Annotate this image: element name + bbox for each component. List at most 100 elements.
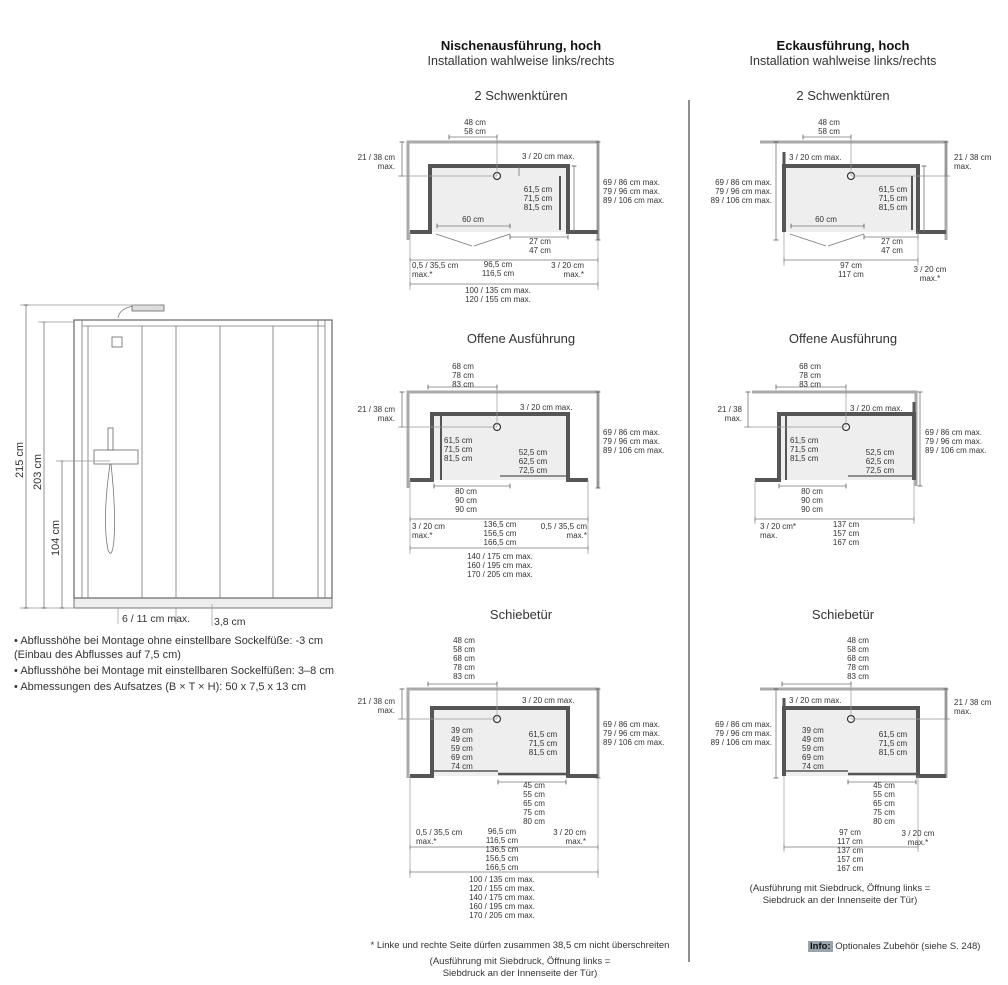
note-item: • Abflusshöhe bei Montage ohne einstellb… <box>14 635 323 661</box>
co-topw-1: 78 cm <box>799 371 821 380</box>
ns-bm-1: 116,5 cm <box>482 269 515 278</box>
no-total-2: 170 / 205 cm max. <box>467 570 533 579</box>
nsl-il-1: 49 cm <box>451 735 473 744</box>
cs-inner-0: 61,5 cm <box>879 185 908 194</box>
ns-bm-0: 96,5 cm <box>484 260 513 269</box>
footnote-print-corner-0: (Ausführung mit Siebdruck, Öffnung links… <box>749 883 931 894</box>
no-total-1: 160 / 195 cm max. <box>467 561 533 570</box>
co-topw-2: 83 cm <box>799 380 821 389</box>
info-text: Optionales Zubehör (siehe S. 248) <box>835 941 981 952</box>
cs-ld-2: 89 / 106 cm max. <box>711 196 772 205</box>
niche-slide-title: Schiebetür <box>490 607 553 622</box>
nsl-bl-1: max.* <box>416 837 436 846</box>
csl-ld-0: 69 / 86 cm max. <box>715 720 772 729</box>
ns-bl-0: 0,5 / 35,5 cm <box>412 261 459 270</box>
nsl-topw-2: 68 cm <box>453 654 475 663</box>
no-bw-1: 90 cm <box>455 496 477 505</box>
csl-dw-4: 80 cm <box>873 817 895 826</box>
cs-topw-0: 48 cm <box>818 118 840 127</box>
csl-bm-4: 167 cm <box>837 864 864 873</box>
co-left-off-0: 21 / 38 <box>718 405 743 414</box>
cs-ld-0: 69 / 86 cm max. <box>715 178 772 187</box>
csl-il-1: 49 cm <box>802 735 824 744</box>
no-bm-1: 156,5 cm <box>484 529 517 538</box>
cs-inner-2: 81,5 cm <box>879 203 908 212</box>
ns-rd-0: 69 / 86 cm max. <box>603 178 660 187</box>
nsl-rd-2: 89 / 106 cm max. <box>603 738 664 747</box>
co-bm-2: 167 cm <box>833 538 860 547</box>
nsl-total-1: 120 / 155 cm max. <box>469 884 535 893</box>
csl-topw-2: 68 cm <box>847 654 869 663</box>
no-left-off-0: 21 / 38 cm <box>358 405 396 414</box>
nsl-rd-0: 69 / 86 cm max. <box>603 720 660 729</box>
nsl-il-0: 39 cm <box>451 726 473 735</box>
ns-left-off-1: max. <box>378 162 395 171</box>
niche-swing-plan <box>398 134 601 290</box>
front-view <box>20 304 333 626</box>
no-tap-off: 3 / 20 cm max. <box>520 403 572 412</box>
ns-doorr-0: 27 cm <box>529 237 551 246</box>
footnote-print-niche: (Ausführung mit Siebdruck, Öffnung links… <box>400 956 640 980</box>
co-rd-2: 89 / 106 cm max. <box>925 446 986 455</box>
ns-doorr-1: 47 cm <box>529 246 551 255</box>
csl-topw-0: 48 cm <box>847 636 869 645</box>
nsl-topw-4: 83 cm <box>453 672 475 681</box>
no-il-0: 61,5 cm <box>444 436 473 445</box>
cs-ld-1: 79 / 96 cm max. <box>715 187 772 196</box>
no-br-0: 0,5 / 35,5 cm <box>541 522 588 531</box>
ns-rd-2: 89 / 106 cm max. <box>603 196 664 205</box>
csl-dw-0: 45 cm <box>873 781 895 790</box>
cs-bm-0: 97 cm <box>840 261 862 270</box>
cs-br-1: max.* <box>920 274 940 283</box>
no-topw-2: 83 cm <box>452 380 474 389</box>
co-tap-off: 3 / 20 cm max. <box>850 404 902 413</box>
no-il-2: 81,5 cm <box>444 454 473 463</box>
cs-inner-1: 71,5 cm <box>879 194 908 203</box>
no-bm-0: 136,5 cm <box>484 520 517 529</box>
nsl-total-0: 100 / 135 cm max. <box>469 875 535 884</box>
no-bw-0: 80 cm <box>455 487 477 496</box>
csl-ld-1: 79 / 96 cm max. <box>715 729 772 738</box>
no-bl-0: 3 / 20 cm <box>412 522 445 531</box>
csl-bm-1: 117 cm <box>837 837 863 846</box>
co-ir-2: 72,5 cm <box>866 466 895 475</box>
ns-left-off-0: 21 / 38 cm <box>358 153 396 162</box>
niche-slide-plan <box>398 681 601 878</box>
ns-total-0: 100 / 135 cm max. <box>465 286 531 295</box>
nsl-il-4: 74 cm <box>451 762 473 771</box>
nsl-total-4: 170 / 205 cm max. <box>469 911 535 920</box>
co-bm-0: 137 cm <box>833 520 860 529</box>
front-h-mixer: 104 cm <box>50 520 62 556</box>
no-bw-2: 90 cm <box>455 505 477 514</box>
csl-right-off-1: max. <box>954 707 971 716</box>
csl-ir-1: 71,5 cm <box>879 739 908 748</box>
ns-topw-0: 48 cm <box>464 118 486 127</box>
no-rd-1: 79 / 96 cm max. <box>603 437 660 446</box>
corner-swing-title: 2 Schwenktüren <box>796 88 889 103</box>
note-text-0: Abflusshöhe bei Montage ohne einstellbar… <box>14 635 323 661</box>
no-bm-2: 166,5 cm <box>484 538 517 547</box>
corner-open-title: Offene Ausführung <box>789 331 897 346</box>
co-bw-1: 90 cm <box>801 496 823 505</box>
ns-inner-0: 61,5 cm <box>524 185 553 194</box>
niche-open-title: Offene Ausführung <box>467 331 575 346</box>
co-rd-0: 69 / 86 cm max. <box>925 428 982 437</box>
nsl-il-3: 69 cm <box>451 753 473 762</box>
footnote-side-sum: * Linke und rechte Seite dürfen zusammen… <box>330 940 710 952</box>
csl-ir-2: 81,5 cm <box>879 748 908 757</box>
no-rd-2: 89 / 106 cm max. <box>603 446 664 455</box>
nsl-dw-0: 45 cm <box>523 781 545 790</box>
nsl-br-1: max.* <box>566 837 586 846</box>
ns-br-0: 3 / 20 cm <box>551 261 584 270</box>
cs-br-0: 3 / 20 cm <box>914 265 947 274</box>
nsl-dw-4: 80 cm <box>523 817 545 826</box>
nsl-br-0: 3 / 20 cm <box>553 828 586 837</box>
nsl-rd-1: 79 / 96 cm max. <box>603 729 660 738</box>
csl-dw-3: 75 cm <box>873 808 895 817</box>
niche-open-plan <box>398 384 601 554</box>
nsl-ir-0: 61,5 cm <box>529 730 558 739</box>
nsl-il-2: 59 cm <box>451 744 473 753</box>
no-topw-0: 68 cm <box>452 362 474 371</box>
ns-bl-1: max.* <box>412 270 432 279</box>
csl-il-4: 74 cm <box>802 762 824 771</box>
